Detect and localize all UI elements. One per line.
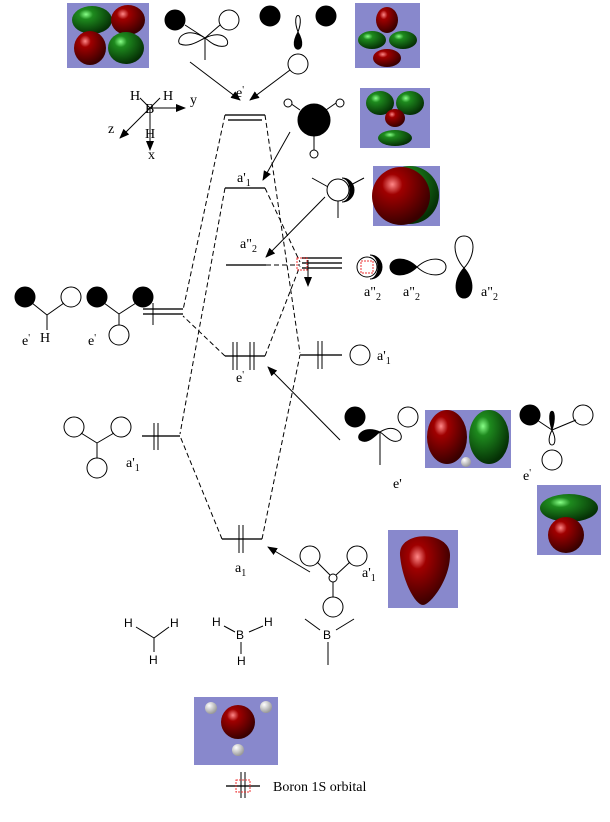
boron-1s-marker xyxy=(296,257,308,271)
p-orbital-sketch-e-prime-2 xyxy=(259,5,337,75)
svg-text:a"2: a"2 xyxy=(403,285,420,303)
h3-e-prime-orbital-1: H e' xyxy=(14,286,82,349)
label-h3-a1: a'1 xyxy=(126,456,140,474)
orbital-render-e-prime-1 xyxy=(67,3,149,68)
label-a2-nonbonding: a"2 xyxy=(240,237,257,255)
svg-text:a"2: a"2 xyxy=(364,285,381,303)
b-p-orbital-sketch-2: a"2 xyxy=(389,258,447,303)
label-b-a1: a'1 xyxy=(377,349,391,367)
axis-y-label: y xyxy=(190,93,197,108)
svg-text:H: H xyxy=(40,331,50,346)
correlation-lines xyxy=(179,114,301,540)
h3-structure: H H H xyxy=(124,616,179,667)
h3-e-prime-orbital-2: e' xyxy=(86,286,154,349)
b-structure: B xyxy=(304,618,355,665)
label-a1-bonding: a1 xyxy=(235,561,246,579)
arrow xyxy=(265,196,326,258)
svg-text:H: H xyxy=(149,653,158,667)
orbital-render-a1-bonding xyxy=(388,530,458,608)
svg-text:e': e' xyxy=(22,333,30,349)
svg-text:H: H xyxy=(145,127,155,142)
legend-boron-1s: Boron 1S orbital xyxy=(226,772,366,798)
arrow xyxy=(249,69,291,101)
electron-pair-icon xyxy=(153,423,159,450)
label-e-antibonding: e' xyxy=(236,85,244,101)
orbital-render-e-prime-2 xyxy=(355,3,420,68)
b-pz-sketch xyxy=(311,177,365,218)
svg-text:e': e' xyxy=(393,477,402,492)
electron-pair-icon xyxy=(238,525,244,553)
b-p-orbital-sketch-1: a"2 xyxy=(356,254,383,303)
svg-text:a"2: a"2 xyxy=(481,285,498,303)
b-p-orbital-sketch-3: a"2 xyxy=(454,235,498,303)
bh3-e-prime-sketch-1: e' xyxy=(344,406,419,492)
b-s-orbital-sketch xyxy=(349,344,371,366)
coordinate-axes: H H B H y z x xyxy=(108,89,197,163)
label-e-bonding: e' xyxy=(236,370,244,386)
electron-pair-icon xyxy=(232,342,255,370)
arrow xyxy=(267,546,311,573)
legend-label: Boron 1S orbital xyxy=(273,780,366,795)
p-orbital-sketch-e-prime-1 xyxy=(164,9,240,60)
svg-text:H: H xyxy=(237,654,246,668)
bh3-a1-sketch xyxy=(299,545,368,618)
arrow xyxy=(267,366,341,441)
h3-a1-orbital xyxy=(63,416,132,479)
svg-text:H: H xyxy=(212,615,221,629)
bh3-3d-model xyxy=(194,697,278,765)
axis-z-label: z xyxy=(108,122,114,137)
arrow xyxy=(262,131,291,181)
svg-text:H: H xyxy=(124,616,133,630)
svg-text:e': e' xyxy=(523,468,531,484)
svg-text:H: H xyxy=(130,89,140,104)
svg-text:B: B xyxy=(236,628,244,642)
svg-text:H: H xyxy=(170,616,179,630)
label-a1-antibonding: a'1 xyxy=(237,171,251,189)
svg-text:B: B xyxy=(323,628,331,642)
svg-text:e': e' xyxy=(88,333,96,349)
electron-pair-icon xyxy=(317,341,323,369)
svg-text:B: B xyxy=(145,102,154,117)
orbital-render-a1-antibonding xyxy=(360,88,430,148)
orbital-render-e-bonding-2 xyxy=(537,485,601,555)
bh3-structure: H H B H xyxy=(212,615,273,668)
orbital-render-e-bonding xyxy=(425,410,511,468)
axis-x-label: x xyxy=(148,148,155,163)
arrow xyxy=(189,61,241,101)
label-b-a1-bottom: a'1 xyxy=(362,566,376,584)
bh3-sp-sketch xyxy=(283,98,345,159)
svg-text:H: H xyxy=(264,615,273,629)
svg-text:H: H xyxy=(163,89,173,104)
orbital-render-b-pz xyxy=(372,166,440,226)
bh3-e-prime-sketch-2: e' xyxy=(519,404,594,484)
